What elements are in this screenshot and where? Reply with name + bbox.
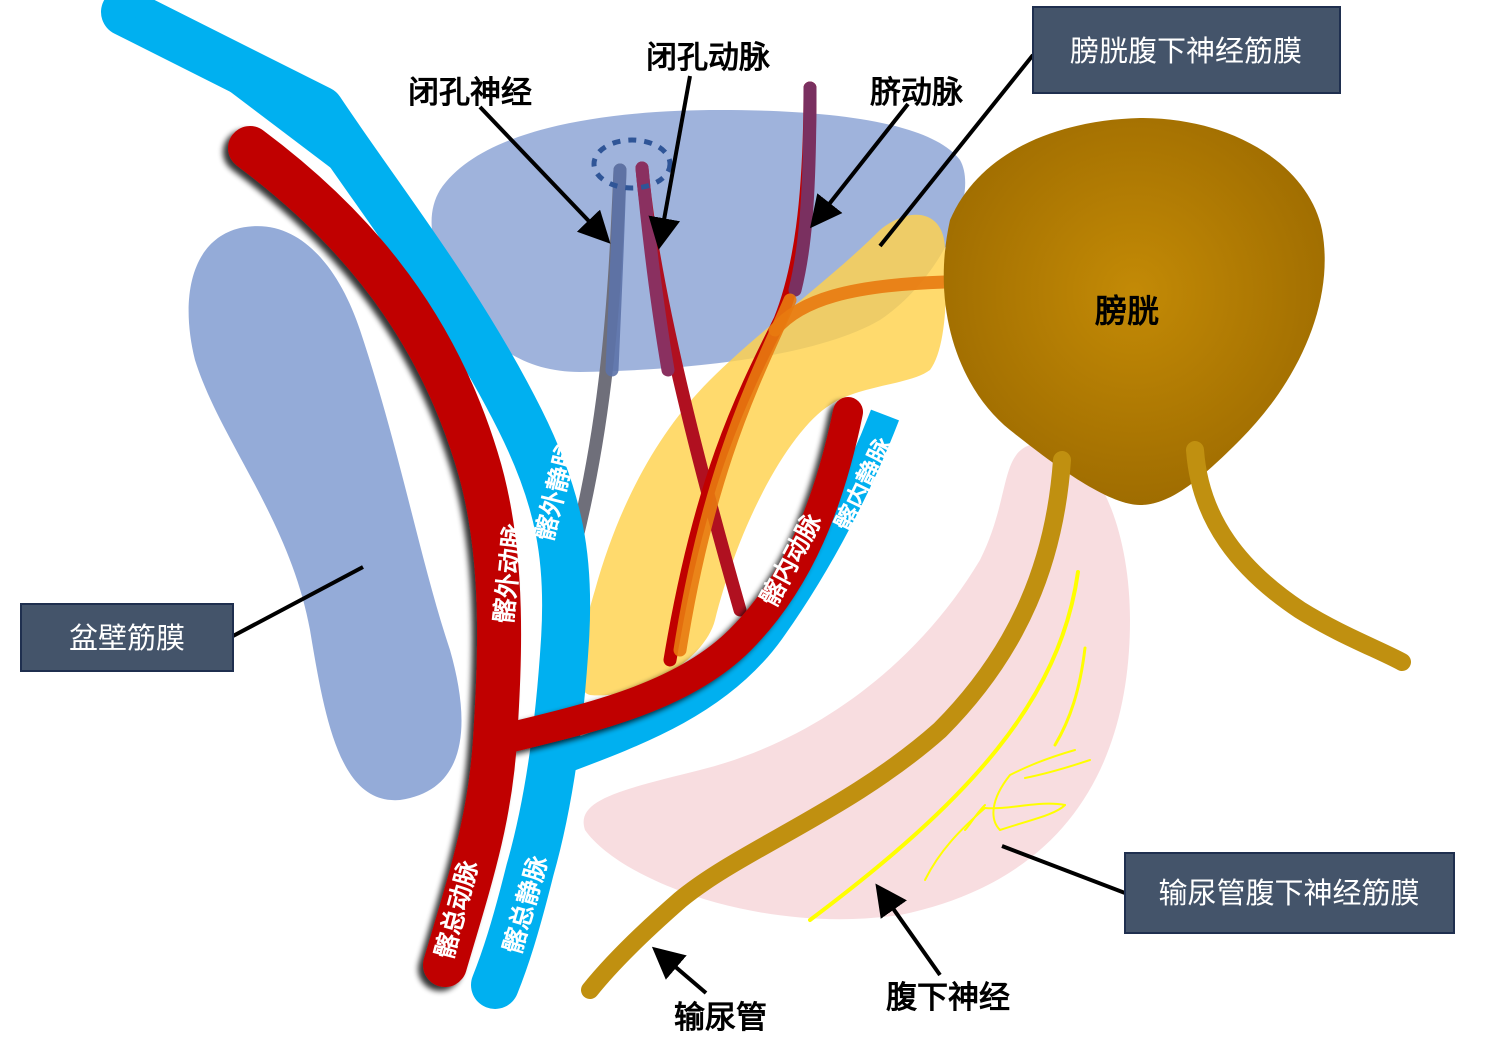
internal-iliac-vein bbox=[554, 409, 899, 775]
bladder-label: 膀胱 bbox=[1095, 292, 1159, 330]
pelvic-wall-fascia-text: 盆壁筋膜 bbox=[69, 621, 185, 655]
ureterohypogastric-fascia-pointer bbox=[1001, 844, 1126, 895]
ureter-label: 输尿管 bbox=[674, 1000, 767, 1036]
pelvic-wall-fascia-region bbox=[188, 226, 462, 801]
ureterohypogastric-fascia-text: 输尿管腹下神经筋膜 bbox=[1158, 876, 1419, 910]
obturator-artery-pointer bbox=[648, 75, 692, 250]
bladder-shape bbox=[943, 118, 1325, 505]
hypogastric-nerve-label: 腹下神经 bbox=[886, 980, 1010, 1016]
umbilical-artery-label: 脐动脉 bbox=[870, 75, 964, 111]
obturator-nerve-pointer bbox=[478, 105, 611, 244]
obturator-nerve-label: 闭孔神经 bbox=[408, 75, 532, 111]
hypogastric-nerve-main bbox=[808, 570, 1080, 922]
ureterohypogastric-fascia-box: 输尿管腹下神经筋膜 bbox=[1124, 852, 1455, 934]
ureter-pointer bbox=[651, 946, 708, 995]
vesicohypogastric-fascia-box: 膀胱腹下神经筋膜 bbox=[1032, 6, 1341, 94]
hypogastric-nerve-pointer bbox=[875, 883, 942, 977]
pelvic-wall-fascia-box: 盆壁筋膜 bbox=[20, 603, 234, 672]
obturator-canal-marker bbox=[591, 137, 673, 191]
left-ureter bbox=[581, 451, 1071, 999]
hypogastric-nerve-plexus bbox=[808, 570, 1091, 922]
external-iliac-vein bbox=[101, 0, 591, 1009]
superior-vesical-artery bbox=[768, 275, 952, 337]
obturator-artery-label: 闭孔动脉 bbox=[646, 40, 771, 76]
pelvic-wall-fascia-pointer bbox=[232, 565, 364, 638]
ureterohypogastric-fascia-region bbox=[583, 443, 1130, 920]
vesicohypogastric-fascia-pointer bbox=[878, 53, 1035, 248]
umbilical-artery-pointer bbox=[810, 102, 910, 229]
vesicohypogastric-fascia-text: 膀胱腹下神经筋膜 bbox=[1070, 34, 1302, 68]
internal-iliac-artery bbox=[485, 397, 863, 755]
external-iliac-artery bbox=[228, 126, 522, 987]
vesicohypogastric-fascia-region bbox=[578, 214, 947, 696]
right-ureter bbox=[1186, 441, 1411, 671]
